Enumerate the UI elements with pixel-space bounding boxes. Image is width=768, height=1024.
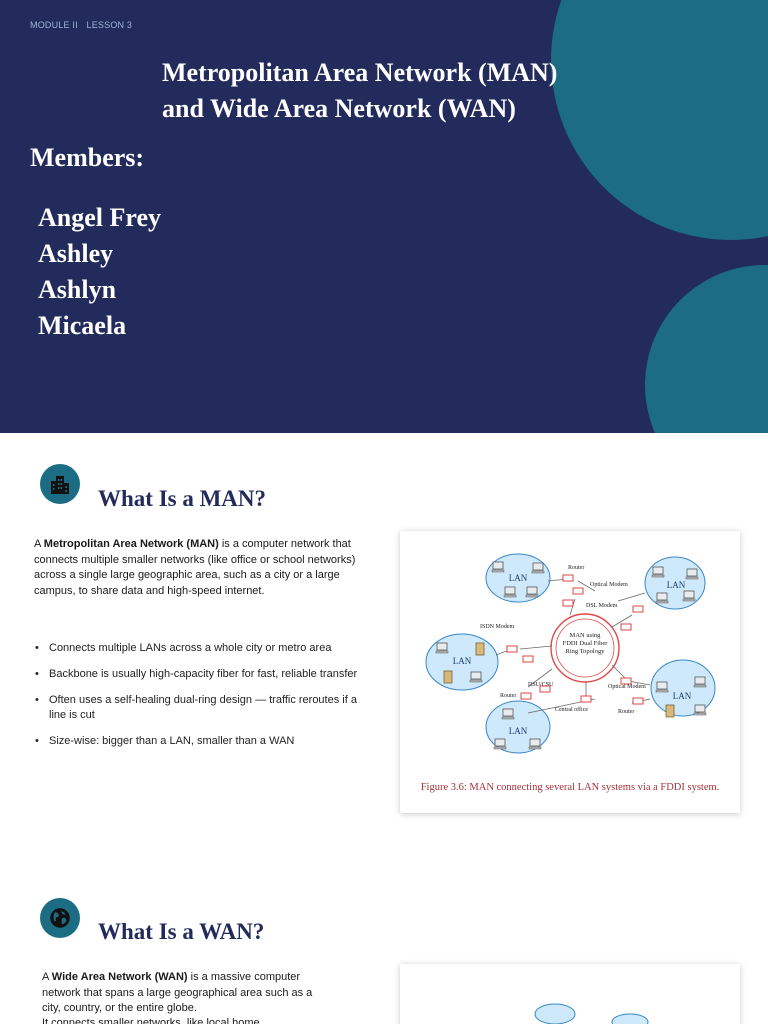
ring-label: FDDI Dual Fiber	[563, 640, 609, 647]
man-intro-term: Metropolitan Area Network (MAN)	[43, 538, 219, 550]
members-heading: Members:	[30, 143, 145, 172]
members-list: Angel Frey Ashley Ashlyn Micaela	[38, 200, 161, 344]
decorative-circle	[551, 0, 768, 240]
wan-intro-paragraph: A Wide Area Network (WAN) is a massive c…	[42, 970, 327, 1017]
lan-label: LAN	[673, 691, 692, 701]
member-name: Micaela	[38, 311, 127, 340]
router-label: Router	[618, 709, 634, 715]
lan-cloud: LAN	[644, 556, 706, 610]
module-label: MODULE II LESSON 3	[30, 20, 138, 30]
network-cloud	[534, 1003, 576, 1024]
lan-label: LAN	[509, 726, 528, 736]
lan-cloud: LAN	[425, 633, 499, 691]
buildings-icon	[40, 464, 80, 504]
module-number: MODULE II	[30, 20, 78, 30]
wan-intro-text: is a massive computer network that spans…	[42, 971, 313, 1014]
lan-cloud: LAN	[650, 659, 716, 718]
figure-caption: Figure 3.6: MAN connecting several LAN s…	[420, 782, 720, 793]
wan-intro-term: Wide Area Network (WAN)	[51, 971, 188, 983]
lan-label: LAN	[509, 573, 528, 583]
man-intro-prefix: A	[34, 538, 44, 550]
lan-cloud: LAN	[485, 700, 551, 754]
lan-cloud: LAN	[485, 553, 551, 603]
wan-figure-card	[400, 964, 740, 1024]
optical-modem-label: Optical Modem	[590, 582, 628, 588]
title-line-1: Metropolitan Area Network (MAN)	[162, 58, 558, 87]
list-item: Often uses a self-healing dual-ring desi…	[34, 693, 374, 723]
fddi-ring-inner	[555, 618, 615, 678]
decorative-circle	[645, 265, 768, 433]
globe-icon	[40, 898, 80, 938]
man-diagram: LAN LAN LAN LAN LAN MAN using FDDI Dual …	[425, 553, 716, 754]
optical-modem-label: Optical Modem	[608, 684, 646, 690]
router-label: Router	[500, 693, 516, 699]
isdn-modem-label: ISDN Modem	[480, 624, 514, 630]
wan-intro-prefix: A	[42, 971, 52, 983]
member-name: Ashlyn	[38, 275, 117, 304]
ring-label: Ring Topology	[566, 648, 606, 655]
wan-section-title: What Is a WAN?	[98, 919, 265, 944]
man-section-title: What Is a MAN?	[98, 486, 267, 511]
router-label: Router	[568, 565, 584, 571]
network-cloud	[611, 1013, 649, 1024]
member-name: Ashley	[38, 239, 114, 268]
dsl-modem-label: DSL Modem	[586, 603, 618, 609]
member-name: Angel Frey	[38, 203, 161, 232]
man-intro-paragraph: A Metropolitan Area Network (MAN) is a c…	[34, 537, 379, 599]
man-intro-text: is a computer network that connects mult…	[34, 538, 356, 597]
list-item: Size-wise: bigger than a LAN, smaller th…	[34, 734, 374, 749]
fddi-ring-outer	[550, 613, 620, 683]
lesson-number: LESSON 3	[86, 20, 133, 30]
title-line-2: and Wide Area Network (WAN)	[162, 94, 516, 123]
list-item: Connects multiple LANs across a whole ci…	[34, 641, 374, 656]
wan-intro-continuation: It connects smaller networks, like local…	[42, 1017, 260, 1024]
wan-diagram	[534, 1003, 649, 1024]
title-slide: MODULE II LESSON 3 Metropolitan Area Net…	[0, 0, 768, 433]
list-item: Backbone is usually high-capacity fiber …	[34, 667, 374, 682]
ring-label: MAN using	[570, 632, 602, 639]
central-office-label: Central office	[555, 706, 588, 713]
man-bullet-list: Connects multiple LANs across a whole ci…	[34, 641, 374, 760]
lan-label: LAN	[453, 656, 472, 666]
page-title: Metropolitan Area Network (MAN) and Wide…	[162, 55, 557, 127]
dsu-csu-label: DSU/CSU	[528, 682, 554, 688]
man-figure-card: LAN LAN LAN LAN LAN MAN using FDDI Dual …	[400, 531, 740, 813]
lan-label: LAN	[667, 580, 686, 590]
